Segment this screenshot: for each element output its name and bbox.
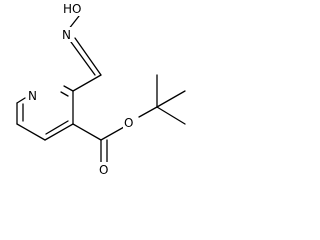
bond-cq-me-down xyxy=(156,106,186,125)
ester-group xyxy=(72,74,186,164)
bond-oester-cq xyxy=(138,106,158,118)
carbonyl-oxygen-label: O xyxy=(99,163,108,177)
atom-labels: HO N N O O xyxy=(27,1,136,177)
oxime-group xyxy=(67,15,102,92)
bond-c2-ch xyxy=(72,74,102,92)
chemical-structure: HO N N O O xyxy=(16,1,186,177)
bond-c6-n1 xyxy=(16,97,26,104)
bond-ccarbonyl-oester xyxy=(100,126,125,141)
bond-n1-c2 xyxy=(63,85,74,92)
bond-c3-c4-inner xyxy=(45,120,69,135)
pyridine-ring xyxy=(16,85,74,141)
bond-c3-ccarbonyl xyxy=(72,123,102,141)
bond-c3-c4 xyxy=(44,123,74,141)
bond-n1-c2-inner xyxy=(60,91,69,97)
bond-ch-n xyxy=(74,37,102,76)
hydroxyl-label: HO xyxy=(63,2,81,16)
ester-oxygen-label: O xyxy=(124,116,133,130)
bond-ch-n-inner xyxy=(70,41,96,76)
bond-c4-c5 xyxy=(16,123,46,141)
pyridine-nitrogen-label: N xyxy=(28,89,37,103)
oxime-nitrogen-label: N xyxy=(62,28,71,42)
bond-cq-me-right xyxy=(156,90,186,108)
